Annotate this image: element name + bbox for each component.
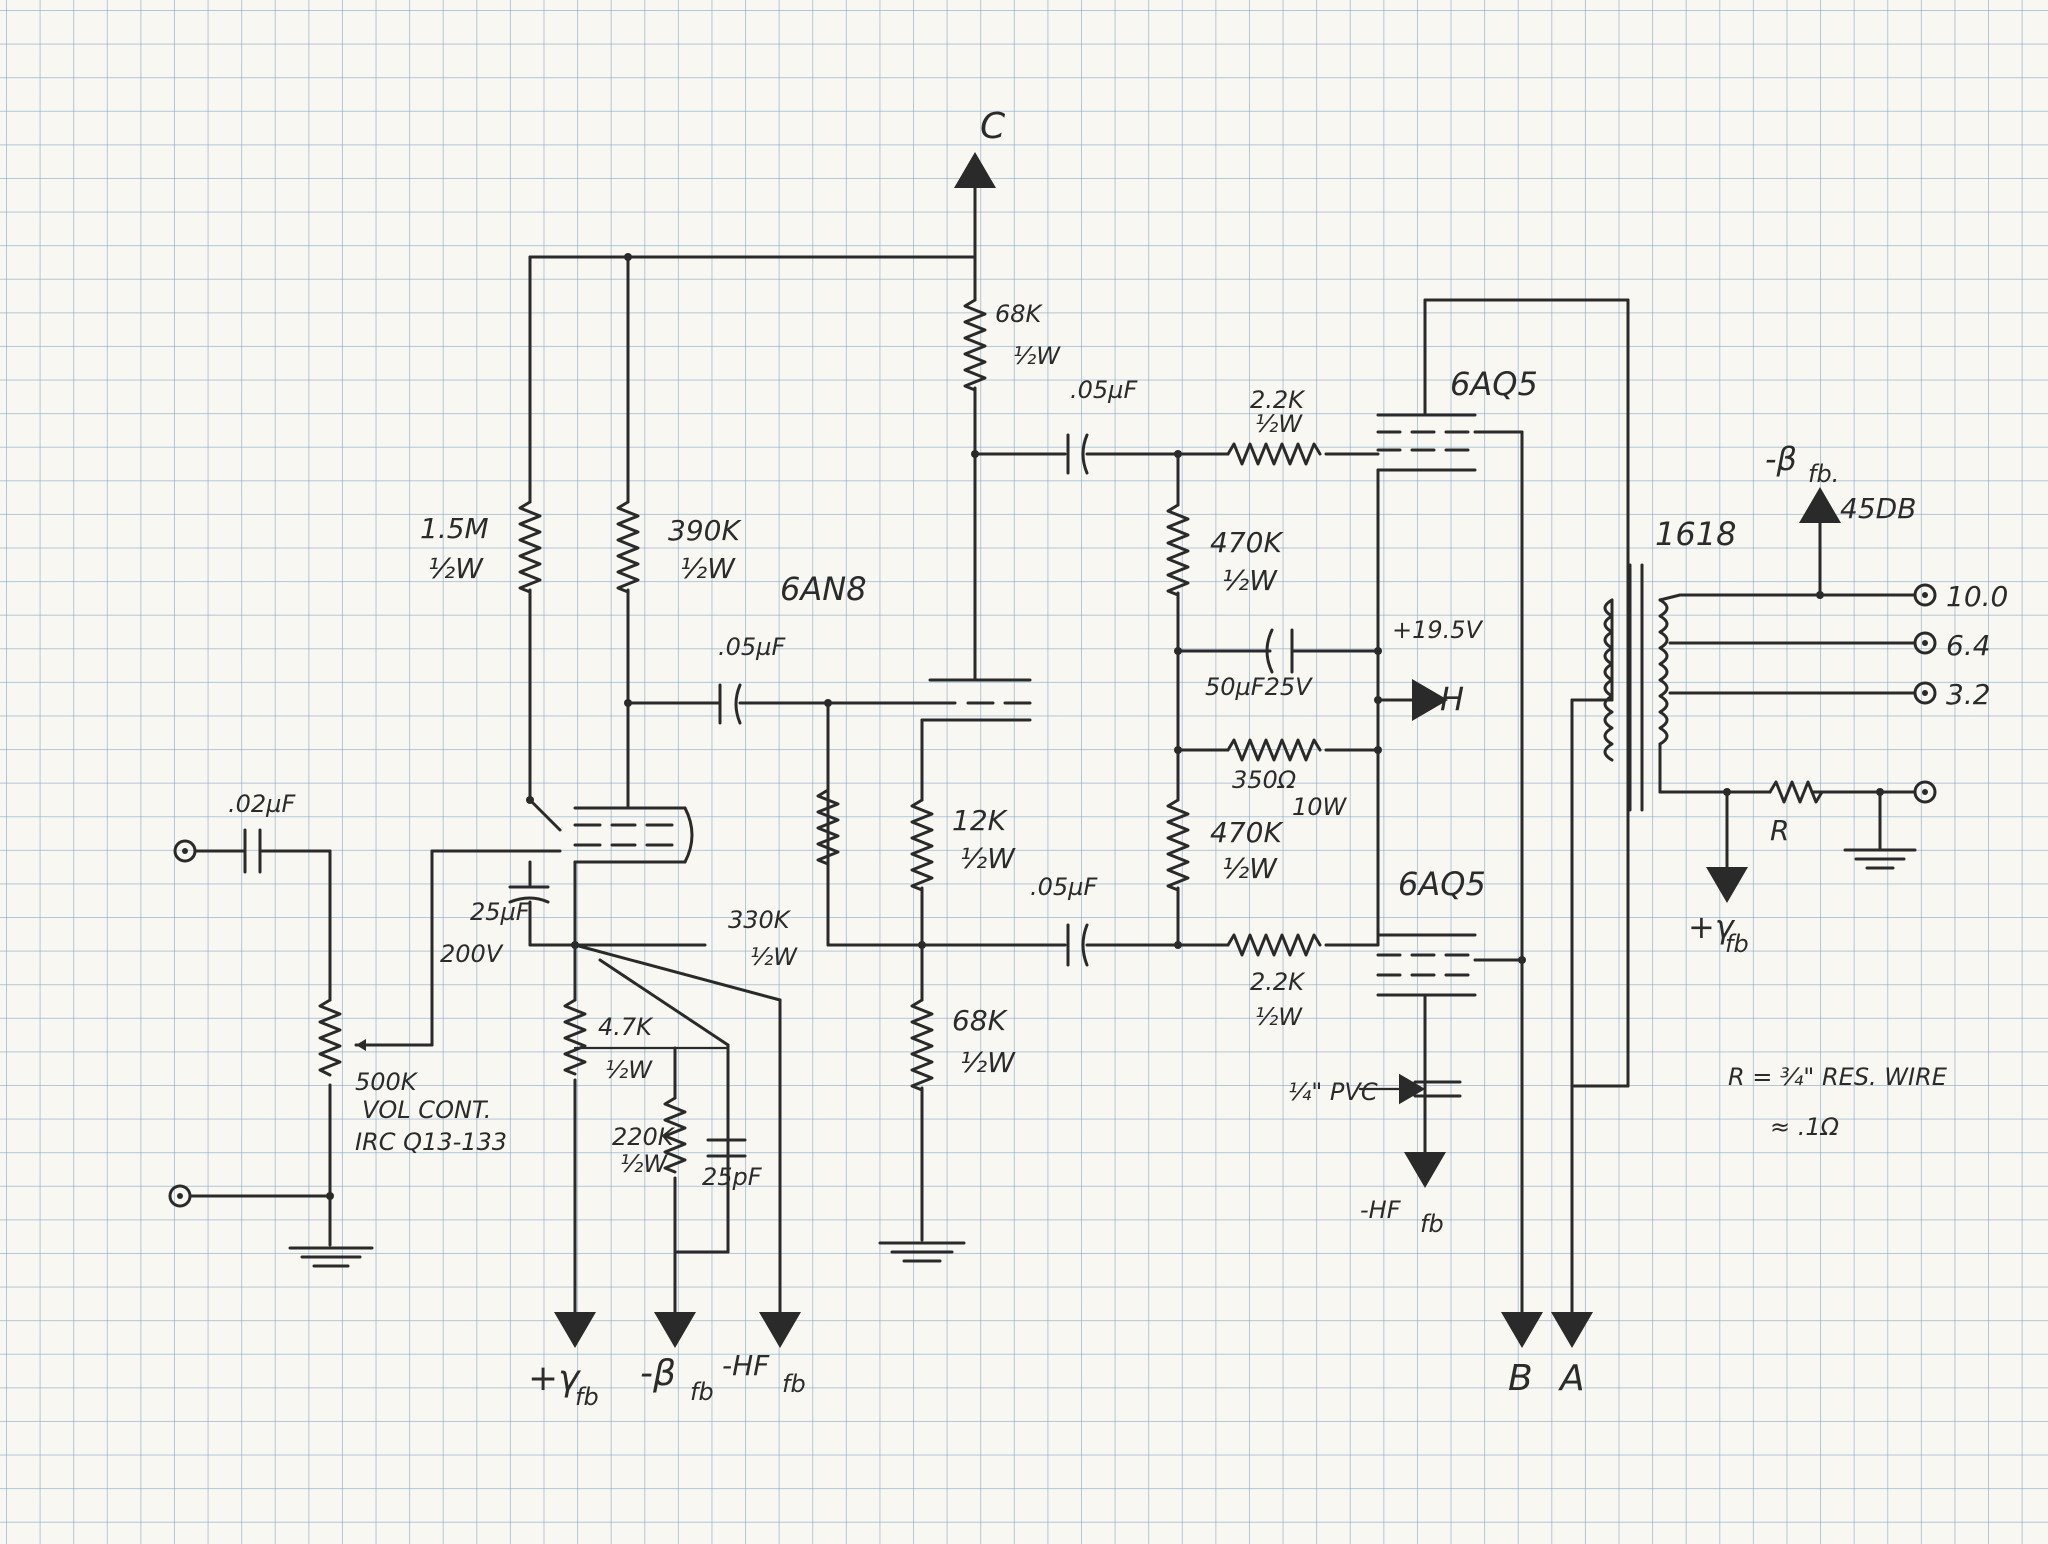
label-r-note-2: ≈ .1Ω: [1770, 1113, 1840, 1141]
label-node-h: H: [1440, 680, 1464, 718]
ground-symbol-middle: [878, 1241, 966, 1263]
label-6an8: 6AN8: [780, 570, 867, 608]
label-r-330k: 330K: [728, 906, 792, 934]
resistor-330k: [816, 788, 840, 866]
label-r-470k-top-w: ½W: [1222, 564, 1278, 597]
label-out-gamma-sub: fb: [575, 1383, 599, 1411]
label-fb-gamma-right: +γ: [1688, 908, 1736, 946]
label-r-68k-top-w: ½W: [1013, 342, 1061, 370]
label-r-470k-top: 470K: [1210, 526, 1284, 559]
label-r-68k-bottom: 68K: [952, 1004, 1009, 1037]
label-r-22k-bottom: 2.2K: [1250, 968, 1306, 996]
output-tap-6-4: [1913, 631, 1937, 655]
resistor-2-2k-top: [1226, 442, 1322, 466]
resistor-390k: [616, 500, 640, 594]
label-r-68k-top: 68K: [995, 300, 1044, 328]
label-c-02uf: .02µF: [228, 790, 296, 818]
resistor-r-wire: [1768, 780, 1824, 804]
label-6aq5-top: 6AQ5: [1450, 365, 1538, 403]
label-hf-mid-sub: fb: [1420, 1210, 1444, 1238]
output-tap-3-2: [1913, 681, 1937, 705]
tube-6aq5-top: [1376, 298, 1524, 472]
label-r: R: [1770, 814, 1789, 847]
label-pvc: ¼" PVC: [1288, 1078, 1378, 1106]
label-45db: 45DB: [1840, 492, 1916, 525]
label-transformer-1618: 1618: [1655, 515, 1736, 553]
tube-6aq5-bottom: [1376, 933, 1526, 1188]
label-r-350: 350Ω: [1232, 766, 1297, 794]
volume-pot: [318, 998, 342, 1077]
label-r-12k: 12K: [952, 804, 1009, 837]
output-transformer: [1603, 487, 1937, 903]
resistor-350-ohm: [1226, 738, 1322, 762]
label-r-220k: 220K: [612, 1123, 676, 1151]
resistor-220k: [663, 1096, 687, 1174]
label-r-4-7k: 4.7K: [598, 1013, 654, 1041]
ground-symbol-right: [1843, 848, 1917, 870]
label-out-b: B: [1508, 1358, 1533, 1399]
label-tap-10: 10.0: [1946, 580, 2008, 613]
label-r-22k-top: 2.2K: [1250, 386, 1306, 414]
label-c-25uf: 25µF: [470, 898, 531, 926]
resistor-68k-top: [963, 298, 987, 392]
resistor-12k: [910, 798, 934, 892]
label-r-12k-w: ½W: [960, 842, 1016, 875]
label-tap-3-2: 3.2: [1946, 678, 1991, 711]
output-tap-10: [1913, 583, 1937, 607]
label-pot-500k: 500K: [355, 1068, 419, 1096]
ground-symbol-left: [288, 1246, 374, 1268]
label-r-22k-bottom-w: ½W: [1255, 1003, 1303, 1031]
output-stage: [1166, 298, 1630, 1348]
label-r-330k-w: ½W: [750, 943, 798, 971]
triode-section: [816, 152, 1182, 1263]
label-r-1-5m-w: ½W: [428, 552, 484, 585]
label-r-note-1: R = ¾" RES. WIRE: [1728, 1063, 1948, 1091]
label-out-beta: -β: [640, 1353, 676, 1394]
resistor-470k-top: [1166, 503, 1190, 597]
label-c-25uf-v: 200V: [440, 940, 504, 968]
label-c-05-top: .05µF: [1070, 376, 1138, 404]
label-tap-6-4: 6.4: [1946, 629, 1991, 662]
resistor-4-7k: [563, 998, 587, 1076]
label-r-220k-w: ½W: [620, 1150, 668, 1178]
label-r-470k-bottom: 470K: [1210, 816, 1284, 849]
pentode-section: [508, 253, 977, 1348]
transformer-secondary: [1658, 598, 1669, 746]
label-out-gamma: +γ: [528, 1358, 581, 1399]
label-fb-gamma-right-sub: fb: [1725, 930, 1749, 958]
label-out-a: A: [1558, 1358, 1585, 1399]
label-r-390k-w: ½W: [680, 552, 736, 585]
label-node-c: C: [980, 106, 1006, 147]
label-r-4-7k-w: ½W: [605, 1056, 653, 1084]
label-6aq5-bottom: 6AQ5: [1398, 865, 1486, 903]
input-section: [168, 828, 530, 1268]
label-fb-neg-beta-sub: fb.: [1808, 460, 1839, 488]
cap-50uf: [1265, 628, 1274, 674]
label-hf-mid: -HF: [1360, 1196, 1402, 1224]
label-r-470k-bottom-w: ½W: [1222, 852, 1278, 885]
label-pot-irc: IRC Q13-133: [355, 1128, 507, 1156]
label-fb-neg-beta: -β: [1765, 440, 1797, 478]
label-out-hf-sub: fb: [782, 1370, 806, 1398]
label-r-22k-top-w: ½W: [1255, 410, 1303, 438]
resistor-2-2k-bottom: [1226, 933, 1322, 957]
labels: C 6AN8 6AQ5 6AQ5 1618 68K ½W .05µF 2.2K …: [228, 106, 2008, 1411]
resistor-68k-bottom: [910, 998, 934, 1092]
label-c-25pf: 25pF: [702, 1163, 763, 1191]
resistor-470k-bottom: [1166, 798, 1190, 892]
label-v-19-5: +19.5V: [1392, 616, 1484, 644]
label-c-50uf: 50µF25V: [1205, 673, 1313, 701]
label-r-68k-bottom-w: ½W: [960, 1046, 1016, 1079]
label-pot-vol: VOL CONT.: [362, 1096, 491, 1124]
label-out-hf: -HF: [722, 1349, 770, 1382]
label-out-beta-sub: fb: [690, 1378, 714, 1406]
label-c-05-bottom: .05µF: [1030, 873, 1098, 901]
label-r-350-w: 10W: [1292, 793, 1348, 821]
label-c-05-mid: .05µF: [718, 633, 786, 661]
resistor-1-5m: [518, 500, 542, 594]
label-r-390k: 390K: [668, 514, 742, 547]
label-r-1-5m: 1.5M: [420, 512, 489, 545]
